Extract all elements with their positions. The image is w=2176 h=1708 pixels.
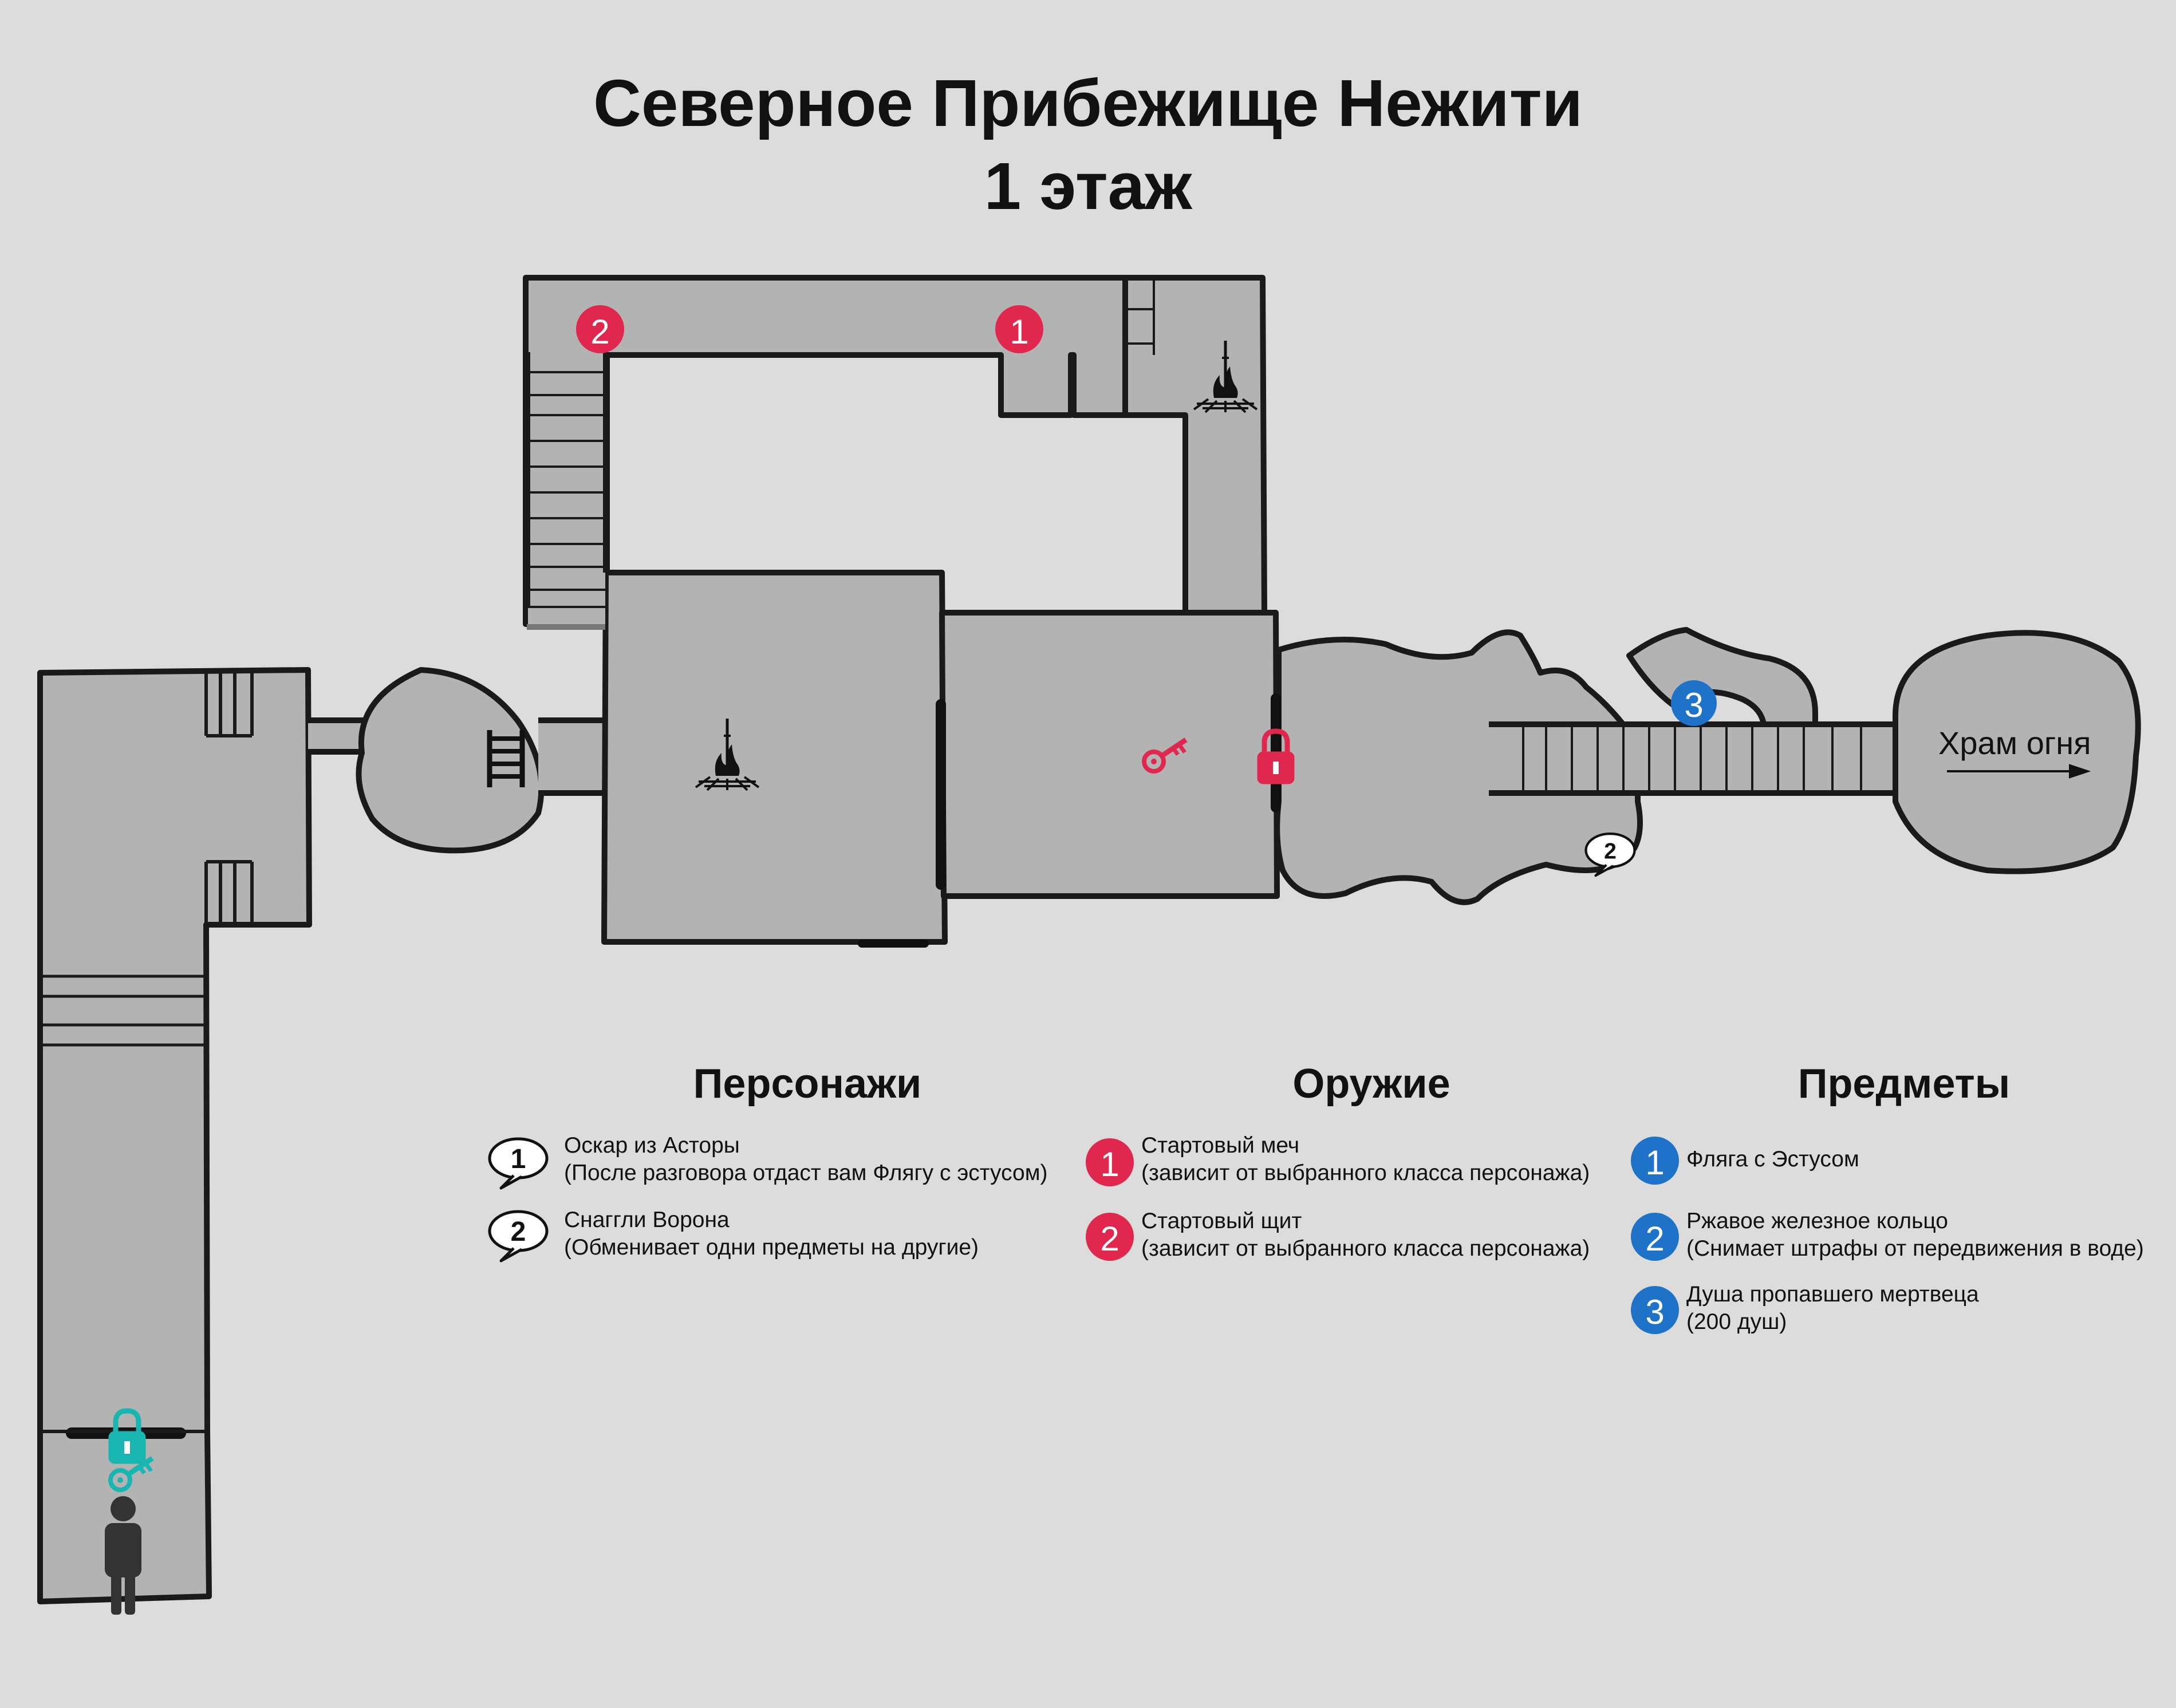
svg-text:3: 3 <box>1684 686 1703 724</box>
npc-marker-2: 2 <box>1586 834 1635 875</box>
legend-weapon-name: Стартовый меч <box>1141 1133 1300 1158</box>
west-corridor <box>308 719 365 753</box>
legend-character-entry: Снаггли Ворона (Обменивает одни предметы… <box>564 1206 979 1261</box>
item-marker-3: 3 <box>1671 680 1717 726</box>
svg-text:2: 2 <box>1604 839 1617 863</box>
east-corridor <box>538 719 607 793</box>
round-room <box>356 667 545 854</box>
legend-character-desc: (После разговора отдаст вам Флягу с эсту… <box>564 1161 1048 1185</box>
player-start-icon <box>105 1496 141 1615</box>
legend-character-name: Снаггли Ворона <box>564 1208 730 1232</box>
bridge-corridor <box>1489 724 1895 793</box>
legend-item-num: 1 <box>1645 1143 1664 1182</box>
legend-item-entry: Душа пропавшего мертвеца (200 душ) <box>1686 1281 1979 1336</box>
key-room <box>939 610 1280 899</box>
legend-weapon-entry: Стартовый меч (зависит от выбранного кла… <box>1141 1132 1590 1187</box>
legend-item-name: Ржавое железное кольцо <box>1686 1209 1948 1233</box>
stairs <box>41 281 1862 1047</box>
svg-text:1: 1 <box>1010 313 1028 351</box>
exit-arrow <box>1947 764 2091 779</box>
legend-weapon-num: 2 <box>1100 1220 1119 1258</box>
page-title: Северное Прибежище Нежити <box>593 66 1583 140</box>
legend-item-desc: (Снимает штрафы от передвижения в воде) <box>1686 1236 2144 1261</box>
legend-weapon-name: Стартовый щит <box>1141 1209 1302 1233</box>
legend-item-num: 2 <box>1645 1220 1664 1258</box>
legend-char-num: 2 <box>511 1217 526 1247</box>
floor-subtitle: 1 этаж <box>984 149 1192 223</box>
legend-icons: 1 2 1 2 1 2 3 <box>490 1137 1679 1334</box>
legend-heading-items: Предметы <box>1797 1061 2011 1107</box>
item-alcove <box>1626 627 1818 727</box>
legend-item-entry: Фляга с Эстусом <box>1686 1146 1859 1173</box>
map-floor <box>37 275 2141 1604</box>
legend-item-desc: (200 душ) <box>1686 1309 1787 1334</box>
legend-weapon-desc: (зависит от выбранного класса персонажа) <box>1141 1161 1590 1185</box>
legend-character-entry: Оскар из Асторы (После разговора отдаст … <box>564 1132 1048 1187</box>
weapon-marker-2: 2 <box>576 305 624 353</box>
legend-heading-characters: Персонажи <box>693 1061 922 1107</box>
legend-weapon-num: 1 <box>1100 1145 1119 1184</box>
main-hall <box>601 570 948 945</box>
legend-weapon-entry: Стартовый щит (зависит от выбранного кла… <box>1141 1208 1590 1263</box>
weapon-marker-1: 1 <box>995 305 1043 353</box>
cave <box>1274 629 1643 905</box>
legend-item-name: Душа пропавшего мертвеца <box>1686 1282 1979 1307</box>
legend-character-name: Оскар из Асторы <box>564 1133 740 1158</box>
legend-item-name: Фляга с Эстусом <box>1686 1147 1859 1171</box>
legend-item-entry: Ржавое железное кольцо (Снимает штрафы о… <box>1686 1208 2144 1263</box>
exit-label: Храм огня <box>1938 725 2091 761</box>
exit-room <box>1893 630 2141 874</box>
legend-char-num: 1 <box>511 1144 526 1174</box>
legend-item-num: 3 <box>1645 1293 1664 1331</box>
legend-weapon-desc: (зависит от выбранного класса персонажа) <box>1141 1236 1590 1261</box>
svg-text:2: 2 <box>590 313 609 351</box>
legend-heading-weapons: Оружие <box>1292 1061 1450 1107</box>
legend-character-desc: (Обменивает одни предметы на другие) <box>564 1235 979 1260</box>
ladder-icon <box>487 730 525 787</box>
left-hall <box>37 667 312 1604</box>
